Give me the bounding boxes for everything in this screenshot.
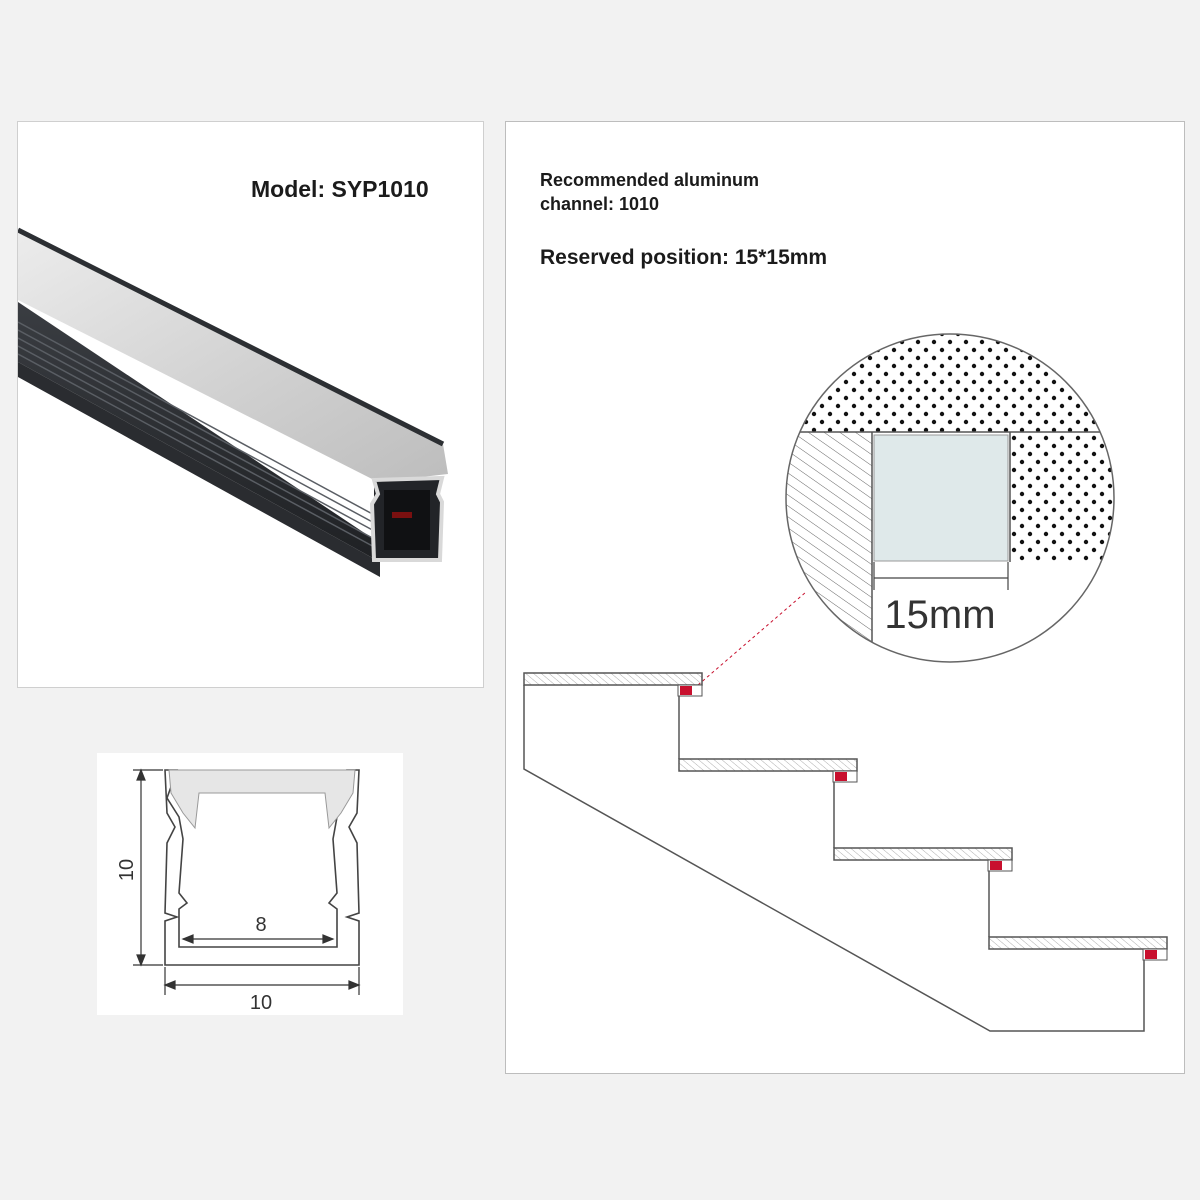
height-dim-label: 10: [116, 859, 138, 881]
channel-recess: [873, 434, 1009, 562]
installation-diagram-panel: Recommended aluminum channel: 1010 Reser…: [505, 121, 1185, 1074]
concrete-side: [1010, 432, 1114, 562]
detail-dimension-line: [873, 562, 1009, 590]
leader-line: [697, 591, 807, 686]
aluminum-channel-illustration: [18, 227, 448, 577]
channel-ridges: [18, 321, 379, 550]
stair-installation-svg: 15mm: [523, 333, 1168, 1032]
channel-side: [18, 302, 380, 562]
channel-end-cap: [369, 475, 445, 562]
led-channel-markers: [677, 684, 1168, 961]
channel-lower-side: [18, 362, 380, 577]
inner-width-dim-label: 8: [255, 914, 266, 936]
diffuser-top: [18, 230, 448, 482]
inner-width-dimension-line: [181, 934, 335, 944]
profile-drawing-panel: 10 8 10: [97, 753, 403, 1015]
recommended-channel-model: channel: 1010: [540, 194, 660, 214]
recommended-channel-label: Recommended aluminum: [540, 170, 760, 190]
detail-dim-label: 15mm: [884, 593, 995, 637]
product-photo-panel: Model: SYP1010: [17, 121, 484, 688]
profile-cross-section: 10 8 10: [116, 768, 361, 1014]
reserved-position-label: Reserved position: 15*15mm: [540, 246, 828, 269]
model-label: Model: SYP1010: [251, 176, 429, 202]
concrete-top: [786, 334, 1114, 432]
tread-section: [786, 432, 872, 662]
outer-width-dimension-line: [163, 967, 361, 995]
diffuser-cap: [168, 769, 356, 830]
height-dimension-line: [133, 768, 163, 967]
staircase: [523, 672, 1168, 1032]
outer-width-dim-label: 10: [250, 992, 272, 1014]
